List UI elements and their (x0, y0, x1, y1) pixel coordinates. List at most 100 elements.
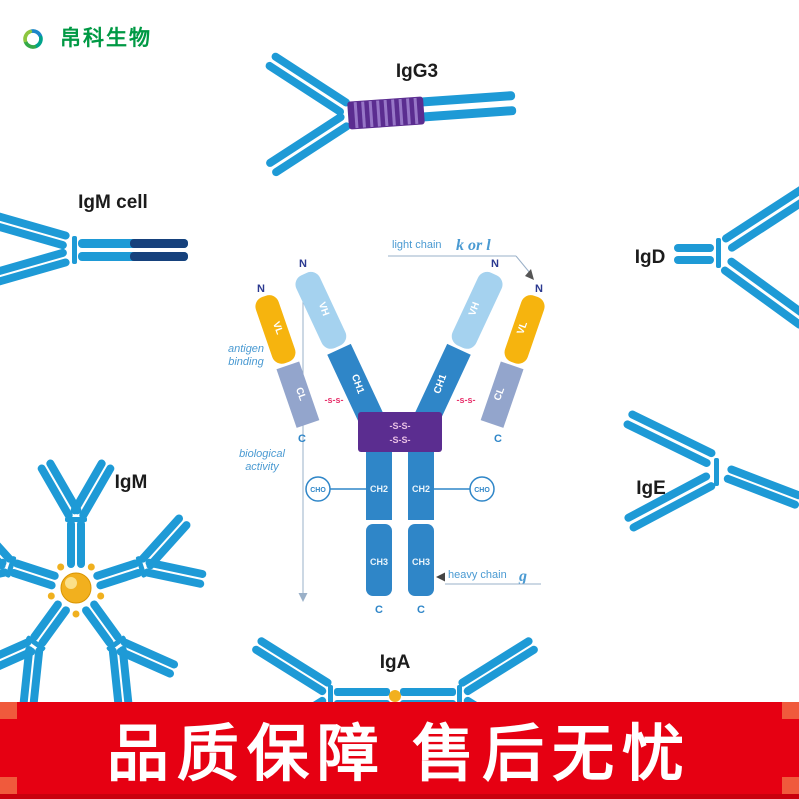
light-chain-right (480, 295, 545, 428)
c-terminus-label: C (375, 604, 383, 616)
chain-bar (265, 61, 345, 116)
cl-segment-right (480, 361, 524, 428)
ch3-segment-left (366, 524, 392, 596)
j-chain-link (97, 592, 105, 600)
biological-activity-annotation: biological (239, 448, 285, 460)
iga-j-chain (389, 690, 401, 702)
chain-bar (727, 193, 799, 252)
chain-bar (271, 52, 351, 107)
j-chain-link (47, 592, 55, 600)
iga-label: IgA (380, 652, 411, 673)
antibody-ige: IgE (623, 410, 799, 532)
cho-label-right: CHO (474, 487, 490, 494)
igg3-hinge-stripes (353, 97, 419, 129)
igm-core (60, 572, 92, 604)
banner-corner (782, 777, 799, 794)
logo-text: 帛科生物 (60, 27, 152, 50)
ch3-label-right: CH3 (412, 557, 430, 567)
cho-circle-left (305, 476, 331, 502)
light-chain-type-annotation: k or l (456, 237, 491, 254)
biological-activity-annotation: activity (245, 461, 280, 473)
igd-arm-upper (721, 184, 799, 252)
ch3-segment-right (408, 524, 434, 596)
igg3-arm-upper (265, 52, 351, 116)
n-terminus-label: N (491, 258, 499, 270)
vl-label-left: VL (270, 320, 285, 336)
igg3-arm-lower (266, 113, 351, 177)
igd-label: IgD (635, 247, 666, 268)
junction-tick (716, 238, 721, 268)
chain-bar (419, 91, 516, 107)
light-chain-pointer (515, 255, 531, 274)
vh-segment-left (295, 271, 347, 349)
banner-corner (0, 777, 17, 794)
heavy-chain-annotation: heavy chain (448, 569, 507, 581)
chain-bar (727, 465, 799, 500)
cl-label-left: CL (293, 386, 308, 402)
chain-bar (0, 209, 70, 240)
antibody-igm-cell: IgM cell (0, 192, 188, 289)
igm-core-highlight (65, 577, 77, 589)
vh-label-left: VH (316, 301, 331, 318)
chain-bar (624, 472, 711, 522)
n-terminus-label: N (535, 283, 543, 295)
c-terminus-label: C (494, 433, 502, 445)
chain-bar (727, 257, 799, 320)
j-chain-link (87, 563, 95, 571)
chain-bar (721, 184, 799, 243)
hinge-disulfide-label: -S-S- (390, 421, 411, 431)
banner-text: 品质保障 售后无忧 (106, 720, 693, 789)
heavy-arm-right (414, 271, 503, 426)
membrane-anchor-segment (130, 239, 188, 248)
banner-corner (782, 702, 799, 719)
ch2-label-left: CH2 (370, 484, 388, 494)
logo: 帛科生物 (14, 20, 152, 58)
ch2-segment-right (408, 450, 434, 520)
chain-bar (720, 266, 799, 329)
j-chain-link (57, 563, 65, 571)
ige-label: IgE (636, 478, 666, 499)
vl-segment-right (504, 295, 545, 364)
n-terminus-label: N (299, 258, 307, 270)
chain-bar (629, 482, 716, 532)
chain-bar (628, 410, 716, 458)
ch1-segment-right (414, 343, 471, 426)
chain-bar (0, 219, 67, 250)
ch2-segment-left (366, 450, 392, 520)
junction-tick (72, 236, 77, 264)
ch3-label-left: CH3 (370, 557, 388, 567)
hinge-region (358, 412, 442, 452)
igg3-fc-and-hinge (347, 91, 517, 130)
igd-arm-lower (720, 257, 799, 329)
ige-arm-upper (623, 410, 716, 467)
ch2-label-right: CH2 (412, 484, 430, 494)
igm-cell-arm-upper (0, 209, 70, 250)
chain-bar (334, 688, 390, 696)
cho-label-left: CHO (310, 487, 326, 494)
antibody-igm-pentamer: IgM (0, 459, 207, 709)
membrane-anchor-segment (130, 252, 188, 261)
hinge-disulfide-label: -S-S- (390, 435, 411, 445)
chain-bar (674, 256, 714, 264)
chain-bar (400, 688, 456, 696)
igm-cell-arm-lower (0, 248, 70, 289)
igg3-label: IgG3 (396, 61, 438, 82)
banner-corner (0, 702, 17, 719)
interchain-disulfide-right: -s-s- (456, 395, 475, 405)
cl-label-right: CL (492, 386, 507, 402)
quality-banner: 品质保障 售后无忧 (0, 702, 799, 799)
heavy-arm-left (295, 271, 384, 426)
antigen-binding-annotation: antigen (228, 343, 264, 355)
vh-label-right: VH (467, 301, 482, 318)
chain-bar (623, 420, 711, 467)
heavy-chain-arrowhead (436, 572, 445, 582)
c-terminus-label: C (298, 433, 306, 445)
vl-label-right: VL (515, 320, 530, 336)
chain-bar (723, 474, 799, 509)
chain-bar (272, 122, 351, 177)
antibody-igd: IgD (635, 184, 799, 329)
antigen-binding-annotation: binding (228, 356, 264, 368)
central-antibody-structure: -S-S- -S-S- -s-s- -s-s- CHO CHO VL CL VH… (228, 237, 545, 616)
